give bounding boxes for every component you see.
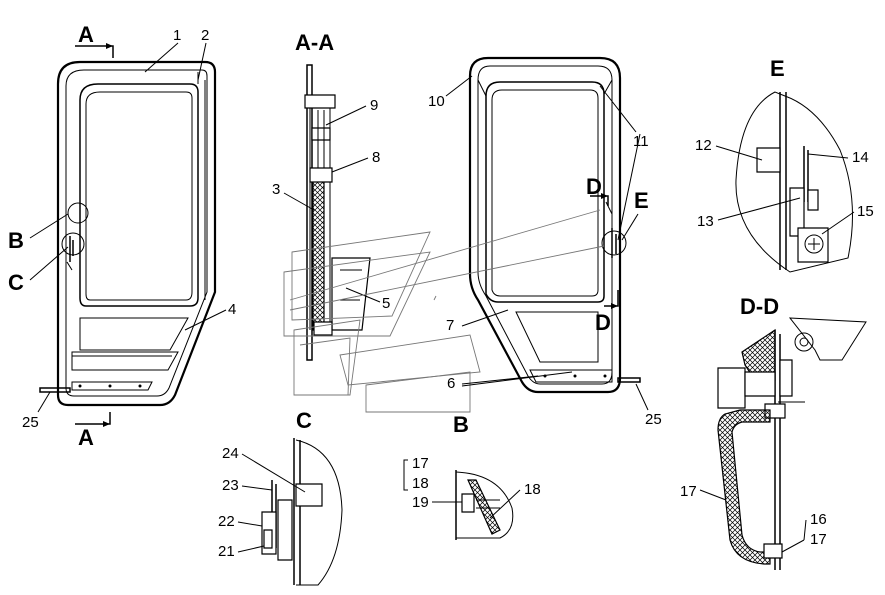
callout-21: 21 — [218, 543, 235, 560]
callout-22: 22 — [218, 513, 235, 530]
callout-11: 11 — [633, 133, 649, 150]
section-d-bottom-label: D — [595, 310, 611, 335]
detail-b-marker: B — [8, 228, 24, 253]
callout-5: 5 — [382, 295, 390, 312]
section-aa-view — [283, 64, 481, 413]
view-c-label: C — [296, 408, 312, 433]
section-a-bottom-label: A — [78, 425, 94, 450]
detail-c-marker: C — [8, 270, 24, 295]
detail-e-marker: E — [634, 188, 649, 213]
callout-17-detail-b: 17 — [412, 455, 429, 472]
section-aa-label: A-A — [295, 30, 334, 55]
callout-15: 15 — [857, 203, 874, 220]
callout-24: 24 — [222, 445, 239, 462]
callout-25-left: 25 — [22, 414, 39, 431]
callout-14: 14 — [852, 149, 869, 166]
callout-18-b: 18 — [412, 475, 429, 492]
callout-13: 13 — [697, 213, 714, 230]
callout-3: 3 — [272, 181, 280, 198]
callout-16: 16 — [810, 511, 827, 528]
view-e-label: E — [770, 56, 785, 81]
callout-23: 23 — [222, 477, 239, 494]
left-door-view — [39, 43, 217, 427]
right-door-view — [289, 56, 641, 394]
detail-dd-view — [717, 317, 867, 570]
section-a-top-label: A — [78, 22, 94, 47]
callout-7: 7 — [446, 317, 454, 334]
callout-12: 12 — [695, 137, 712, 154]
view-dd-label: D-D — [740, 294, 779, 319]
detail-c-view — [261, 438, 343, 586]
callout-9: 9 — [370, 97, 378, 114]
callout-6: 6 — [447, 375, 455, 392]
callout-20: 19 — [412, 494, 429, 511]
detail-e-view — [735, 91, 853, 273]
callout-4: 4 — [228, 301, 236, 318]
callout-1: 1 — [173, 27, 181, 44]
section-d-top-label: D — [586, 174, 602, 199]
callout-10: 10 — [428, 93, 445, 110]
callout-18-dd: 17 — [680, 483, 697, 500]
callout-17-dd: 17 — [810, 531, 827, 548]
callout-19: 18 — [524, 481, 541, 498]
view-b-label: B — [453, 412, 469, 437]
detail-b-view — [455, 470, 514, 540]
callout-25-right: 25 — [645, 411, 662, 428]
callout-8: 8 — [372, 149, 380, 166]
callout-2: 2 — [201, 27, 209, 44]
